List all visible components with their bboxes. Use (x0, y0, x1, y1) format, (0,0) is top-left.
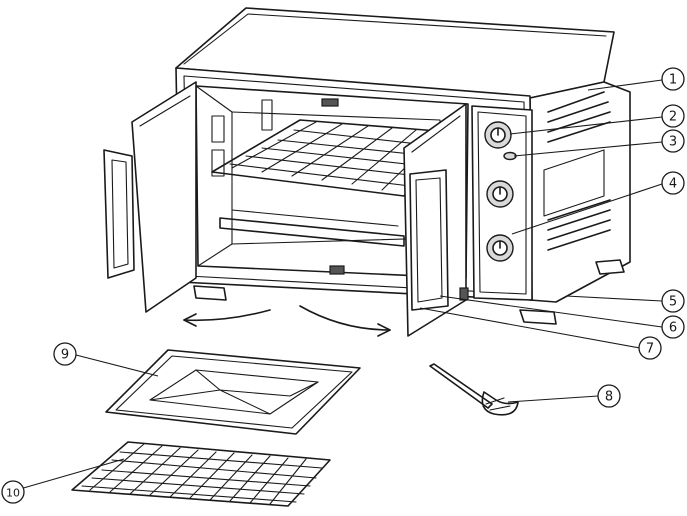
callout-2: 2 (661, 104, 685, 128)
baking-tray (105, 349, 361, 435)
callout-4-label: 4 (669, 177, 677, 192)
oven-feet (193, 259, 625, 325)
callout-leaders (12, 79, 663, 492)
callout-5: 5 (661, 289, 685, 313)
wire-rack (71, 441, 331, 507)
temperature-knob (484, 121, 512, 149)
side-vents (543, 91, 611, 251)
callout-10-label: 10 (6, 487, 20, 500)
callout-6-label: 6 (669, 321, 677, 336)
callout-7: 7 (638, 336, 662, 360)
callout-2-label: 2 (669, 110, 677, 125)
callout-9: 9 (53, 342, 77, 366)
callout-7-label: 7 (646, 342, 654, 357)
left-glass-door (103, 81, 197, 313)
callout-3: 3 (661, 129, 685, 153)
timer-knob (486, 234, 514, 262)
control-panel (471, 105, 533, 301)
callout-4: 4 (661, 171, 685, 195)
oven-cavity (195, 85, 469, 279)
callout-1: 1 (661, 67, 685, 91)
callout-3-label: 3 (669, 135, 677, 150)
callout-8: 8 (597, 384, 621, 408)
callout-10: 10 (1, 480, 25, 504)
callout-5-label: 5 (669, 295, 677, 310)
rotisserie-handle (429, 363, 519, 416)
callout-6: 6 (661, 315, 685, 339)
callout-9-label: 9 (61, 348, 69, 363)
function-knob (486, 180, 514, 208)
callout-1-label: 1 (669, 73, 677, 88)
baking-tray-installed (219, 209, 405, 247)
right-glass-door (403, 103, 469, 337)
callout-badges: 1 2 3 4 5 6 7 8 (1, 67, 685, 504)
door-swing-arrows (183, 305, 391, 337)
callout-8-label: 8 (605, 390, 613, 405)
